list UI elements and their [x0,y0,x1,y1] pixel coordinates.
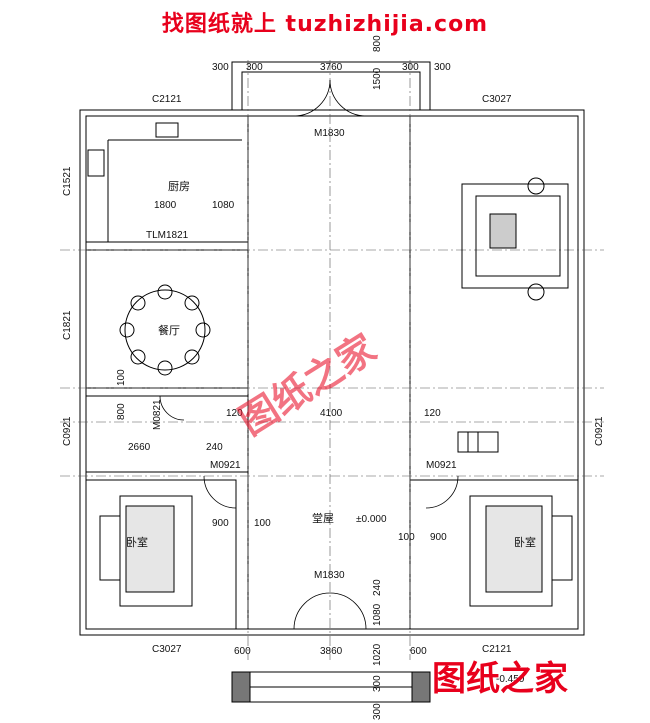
dim-right-100: 100 [398,532,415,543]
opening-c1821: C1821 [62,310,73,340]
opening-m1830-bottom: M1830 [314,570,345,581]
grid-axes [60,60,604,660]
front-porch-inner [241,71,421,110]
dim-bath-240: 240 [206,442,223,453]
rear-step-pillar-left [231,671,251,703]
room-label-dining: 餐厅 [158,323,180,337]
opening-tlm1821: TLM1821 [146,230,189,241]
room-label-bedroom-left: 卧室 [126,535,148,549]
watermark-center: 图纸之家 [231,326,383,444]
dim-bath-2660: 2660 [128,442,151,453]
opening-c0921-right: C0921 [594,416,605,446]
stove-icon [87,149,105,177]
opening-c1521: C1521 [62,166,73,196]
opening-c3027-top: C3027 [482,94,512,105]
room-label-bedroom-right: 卧室 [514,535,536,549]
bed-left [99,495,193,607]
bedroom-left-walls [85,479,237,630]
dim-bottom-600b: 600 [410,646,427,657]
room-label-hall: 堂屋 [312,512,334,525]
dim-top-300a: 300 [212,62,229,73]
door-swings [159,79,459,630]
watermark-corner: 图纸之家 [432,659,568,699]
opening-c0921-left: C0921 [62,416,73,446]
room-label-kitchen: 厨房 [168,180,190,193]
dim-right-900: 900 [430,532,447,543]
site-banner: 找图纸就上 tuzhizhijia.com [161,12,489,37]
opening-c2121-top: C2121 [152,94,182,105]
dim-bottom-1020: 1020 [372,643,383,666]
opening-m0821: M0821 [152,399,163,430]
dim-mid-1080: 1080 [372,603,383,626]
dim-top-300c: 300 [402,62,419,73]
opening-m1830-top: M1830 [314,128,345,139]
dim-hall-120b: 120 [424,408,441,419]
dim-mid-240: 240 [372,579,383,596]
exterior-wall-outer [79,109,585,636]
dining-walls [85,249,249,389]
dim-bottom-300b: 300 [372,703,383,720]
dim-top-300b: 300 [246,62,263,73]
opening-c2121-bottom: C2121 [482,644,512,655]
dim-top-1500: 1500 [372,67,383,90]
front-porch-outline [231,61,431,110]
opening-m0921-left: M0921 [210,460,241,471]
dim-bottom-300a: 300 [372,675,383,692]
dim-dining-100: 100 [116,369,127,386]
sink-icon [155,122,179,138]
dim-top-300d: 300 [434,62,451,73]
opening-c3027-bottom: C3027 [152,644,182,655]
dim-kitchen-1080: 1080 [212,200,235,211]
dim-left-900: 900 [212,518,229,529]
step-level: -0.450 [496,674,525,685]
dim-top-800: 800 [372,35,383,52]
bed-right [469,495,573,607]
dim-bottom-3860: 3860 [320,646,343,657]
dim-hall-4100: 4100 [320,408,343,419]
dining-table [119,284,211,376]
dim-hall-120a: 120 [226,408,243,419]
dim-bath-800: 800 [116,403,127,420]
kitchen-walls [85,115,249,243]
dim-bottom-600a: 600 [234,646,251,657]
hall-level: ±0.000 [356,514,387,525]
sofa-set [461,177,569,301]
dim-kitchen-1800: 1800 [154,200,177,211]
stair-treads [467,432,479,452]
rear-step-pillar-right [411,671,431,703]
dim-left-100: 100 [254,518,271,529]
opening-m0921-right: M0921 [426,460,457,471]
dim-top-3760: 3760 [320,62,343,73]
